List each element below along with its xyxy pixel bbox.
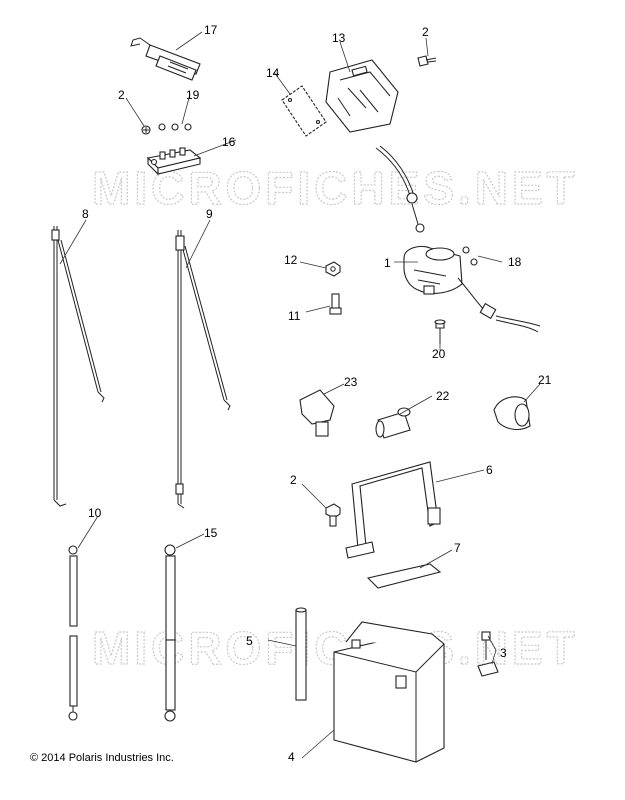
callout-14: 14: [266, 66, 280, 80]
callout-15: 15: [204, 526, 218, 540]
callout-18: 18: [508, 255, 522, 269]
callout-7: 7: [454, 541, 461, 555]
callout-23: 23: [344, 375, 358, 389]
part-5-tube: [295, 607, 307, 701]
part-cable-bottom: [457, 277, 541, 333]
callout-13: 13: [332, 31, 346, 45]
part-12-nut: [325, 261, 341, 277]
part-19-nuts: [158, 123, 192, 131]
part-23-boot: [299, 389, 335, 437]
callout-8: 8: [82, 207, 89, 221]
callout-11: 11: [288, 309, 301, 323]
part-7-pad: [366, 563, 442, 589]
part-14-plate: [281, 85, 327, 137]
callout-3: 3: [500, 646, 507, 660]
part-22-cap: [375, 407, 411, 439]
callout-6: 6: [486, 463, 493, 477]
callout-21: 21: [538, 373, 552, 387]
part-15-cable: [164, 544, 176, 722]
callout-9: 9: [206, 207, 213, 221]
part-2-bolt-c: [325, 503, 341, 527]
callout-2-a: 2: [118, 88, 125, 102]
part-cable-top: [375, 145, 425, 233]
callout-17: 17: [204, 23, 218, 37]
part-17-terminal-boot: [130, 37, 201, 81]
callout-1: 1: [384, 256, 391, 270]
part-4-battery: [333, 621, 445, 763]
part-21-boot: [493, 396, 531, 431]
part-20-bolt: [434, 319, 446, 344]
callout-16: 16: [222, 135, 236, 149]
part-2-screw-b: [417, 55, 437, 67]
part-3-bolt-nut: [477, 631, 499, 677]
part-11-stud: [329, 293, 342, 315]
callout-12: 12: [284, 253, 298, 267]
callout-22: 22: [436, 389, 450, 403]
callout-20: 20: [432, 347, 446, 361]
callout-19: 19: [186, 88, 200, 102]
callout-2-b: 2: [422, 25, 429, 39]
callouts: 17 2 19 16 14 13 2 8 9 1 12 11 18 20 23 …: [82, 23, 552, 764]
part-2-bolt-a: [141, 125, 151, 135]
part-1-solenoid: [403, 245, 463, 295]
part-18-nuts: [462, 246, 478, 266]
leader-lines: [59, 31, 541, 759]
callout-2-c: 2: [290, 473, 297, 487]
part-16-terminal-block: [146, 147, 202, 176]
part-10-cable: [68, 545, 78, 721]
callout-10: 10: [88, 506, 102, 520]
part-6-bracket: [345, 461, 441, 559]
part-13-module: [325, 59, 399, 133]
copyright-notice: © 2014 Polaris Industries Inc.: [30, 752, 174, 764]
part-9-cable: [175, 230, 231, 509]
part-8-cable: [51, 226, 105, 507]
callout-5: 5: [246, 634, 253, 648]
callout-4: 4: [288, 750, 295, 764]
